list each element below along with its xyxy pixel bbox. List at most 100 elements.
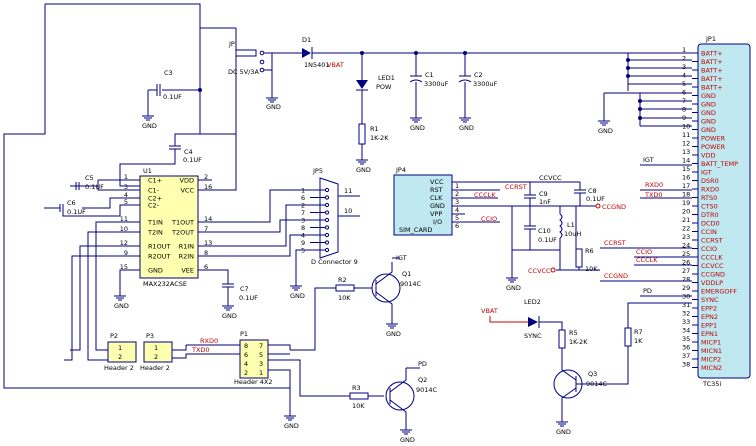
jp1-pin-num: 37 — [682, 352, 690, 360]
jp1-pin-label: IGT — [701, 169, 712, 177]
gnd-label: GND — [556, 428, 571, 436]
jp4-num-1: 1 — [455, 182, 459, 190]
q1-stage: R2 10K IGT Q1 9014C GND — [290, 254, 422, 351]
u1-pin-label: C2+ — [148, 195, 162, 203]
u1-jp5-wires — [64, 189, 310, 361]
jp1-pin-label: DCD0 — [701, 220, 720, 228]
jp1-pin-label: GND — [701, 109, 716, 117]
u1-caps: GND C3 0.1UF C4 0.1UF C5 0.1UF C6 0.1UF … — [44, 69, 258, 320]
jp4-pin-vcc: VCC — [430, 178, 444, 186]
jp5-pin-socket — [324, 187, 330, 193]
p1-pin-7: 7 — [259, 342, 263, 350]
gnd-label: GND — [400, 436, 415, 444]
u1-pin-label: T1OUT — [171, 219, 194, 227]
q1-ref: Q1 — [402, 270, 411, 278]
header-p1: P1 Header 4X2 8 7 6 5 4 3 2 1 RXD0 TXD0 — [186, 330, 291, 386]
jp1-pin-num: 4 — [682, 72, 686, 80]
net-igt: IGT — [643, 156, 654, 164]
bulk-caps: GND C1 3300uF GND C2 3300uF — [409, 53, 498, 132]
jp1-pin-num: 16 — [682, 174, 690, 182]
d1-ref: D1 — [302, 36, 311, 44]
gnd-label: GND — [386, 330, 401, 338]
jp4-num-4: 4 — [455, 206, 459, 214]
jp1-pin-num: 5 — [682, 80, 686, 88]
u1-pin-num: 6 — [204, 263, 208, 271]
resistor-r1 — [358, 123, 366, 145]
u1-pin-num: 12 — [120, 239, 128, 247]
u1-pin-label: T2IN — [147, 229, 163, 237]
c6-ref: C6 — [67, 199, 76, 207]
q2-net: PD — [418, 360, 427, 368]
c8-val: 0.1UF — [586, 195, 605, 203]
jp5-pin-socket — [324, 247, 330, 253]
jp4-pin-io: I/O — [433, 218, 442, 226]
jp5-pin-num: 8 — [301, 224, 305, 232]
jp1-pin-label: CCRST — [701, 237, 723, 245]
c3-ref: C3 — [164, 69, 173, 77]
jp1-pin-label: MICP2 — [701, 356, 721, 364]
jp1-pin-label: EPN1 — [701, 330, 718, 338]
jp1-pin-label: BATT_TEMP — [701, 160, 738, 168]
jp1-pin-num: 1 — [682, 46, 686, 54]
c7-ref: C7 — [240, 285, 249, 293]
p3-ref: P3 — [146, 332, 154, 340]
jp-ref: JP — [228, 40, 235, 48]
c9-ref: C9 — [539, 190, 548, 198]
p1-pin-2: 2 — [244, 369, 248, 377]
jp-label: DC 5V/3A — [228, 68, 260, 76]
jp5-pin-socket — [324, 225, 330, 230]
p1-net-rxd0: RXD0 — [200, 337, 218, 345]
c5-ref: C5 — [85, 174, 94, 182]
jp5-pin-socket — [324, 217, 330, 223]
resistor-r2 — [335, 284, 355, 292]
jp1-pin-num: 27 — [682, 267, 690, 275]
jp4-net-ccvcc: CCVCC — [539, 174, 562, 182]
u1-pin-label: C2- — [148, 202, 160, 210]
q1-part: 9014C — [400, 280, 422, 288]
r5-ref: R5 — [569, 329, 578, 337]
jp4-pin-rst: RST — [430, 186, 443, 194]
jp1-ref: JP1 — [705, 35, 716, 43]
q2-part: 9014C — [416, 386, 438, 394]
jp1-pin-num: 12 — [682, 140, 690, 148]
jp5-pin-num: 9 — [301, 239, 305, 247]
jp1-pin-num: 20 — [682, 208, 690, 216]
c6-val: 0.1UF — [67, 208, 86, 216]
jp1-pin-label: POWER — [701, 135, 726, 143]
jp1-pin-label: BATT+ — [701, 50, 723, 58]
jp1-pin-label: DSR0 — [701, 177, 719, 185]
d1-part: 1N5401 — [304, 61, 330, 69]
gnd-label: GND — [114, 302, 129, 310]
led2-icon — [528, 317, 538, 327]
jp5-pin-num: 7 — [301, 209, 305, 217]
c10-val: 0.1UF — [538, 236, 557, 244]
r3-ref: R3 — [352, 384, 361, 392]
jp5-pin-num: 6 — [301, 194, 305, 202]
jp5-pin-socket — [324, 210, 330, 215]
r6-val: 10K — [585, 265, 598, 273]
jp1-pin-label: CCIN — [701, 228, 717, 236]
p1-net-txd0: TXD0 — [191, 346, 210, 354]
jp5-mount-11: 11 — [344, 187, 352, 195]
jp1-signal-nets: IGT RXD0 TXD0 CCRST CCIO CCCLK CCGND PD — [600, 156, 692, 330]
c2-val: 3300uF — [473, 80, 498, 88]
jp1-pin-label: VDD — [701, 152, 715, 160]
net-pd: PD — [643, 287, 652, 295]
jp5-ref: JP5 — [312, 167, 323, 175]
c8-ref: C8 — [588, 187, 597, 195]
jp4-num-5: 5 — [455, 214, 459, 222]
led2-val: SYNC — [524, 332, 542, 340]
jp4-pin-vpp: VPP — [430, 210, 442, 218]
u1-pin-num: 8 — [204, 249, 208, 257]
net-ccio: CCIO — [636, 248, 652, 256]
jp1-pin-label: RTS0 — [701, 194, 717, 202]
u1-pin-num: 7 — [204, 225, 208, 233]
jp1-pin-label: CCCLK — [701, 254, 723, 262]
u1-pin-num: 13 — [204, 239, 212, 247]
transistor-q2 — [385, 381, 415, 411]
jp1-pin-num: 17 — [682, 182, 690, 190]
jp1-pin-label: DTR0 — [701, 211, 719, 219]
c2-ref: C2 — [474, 71, 483, 79]
